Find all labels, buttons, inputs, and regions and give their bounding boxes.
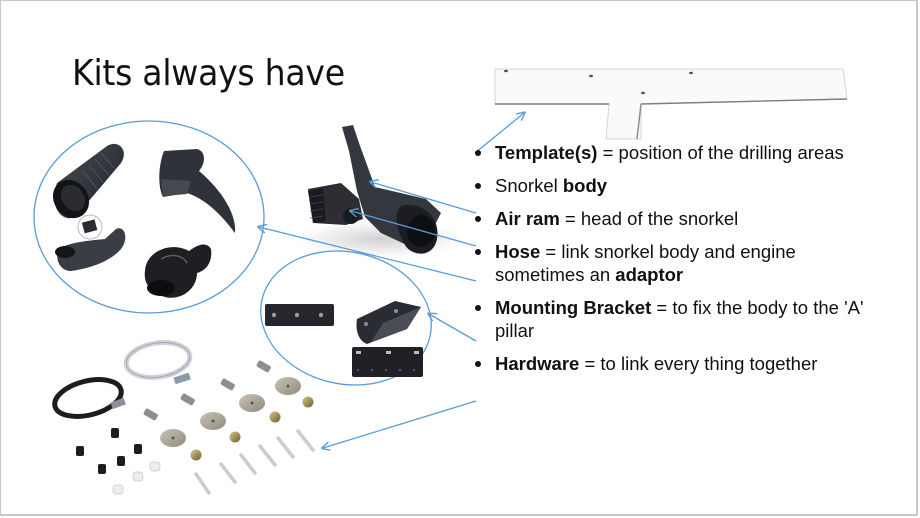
- bullet-term: body: [562, 175, 608, 196]
- bullet-text: = link snorkel body and engine sometimes…: [495, 241, 796, 285]
- bullet-term: Air ram: [495, 208, 560, 229]
- bullet-term: Mounting Bracket: [495, 297, 652, 318]
- bracket-connector: [429, 314, 477, 342]
- bullet-term-secondary: adaptor: [615, 264, 684, 285]
- snorkel-body-connector: [371, 182, 477, 214]
- bullet-term: Template(s): [495, 142, 598, 163]
- bullet-dot-icon: [475, 361, 481, 367]
- slide-title: Kits always have: [72, 53, 345, 94]
- bullet-dot-icon: [475, 183, 481, 189]
- bullet-mounting-bracket: Mounting Bracket = to fix the body to th…: [471, 296, 871, 342]
- bullet-dot-icon: [475, 216, 481, 222]
- bullet-text: = to fix the body to the 'A' pillar: [495, 297, 864, 341]
- hoses-and-adaptors-photo: [52, 143, 236, 298]
- bullet-term: Hose: [495, 241, 541, 262]
- connector-arrows: [259, 113, 524, 448]
- bullet-text: = head of the snorkel: [559, 208, 739, 229]
- hardware-kit-photo: [52, 340, 315, 495]
- bullet-hose: Hose = link snorkel body and engine some…: [471, 240, 871, 286]
- snorkel-body-photo: [296, 125, 466, 257]
- bullet-air-ram: Air ram = head of the snorkel: [471, 207, 871, 230]
- bullet-term: Hardware: [495, 353, 580, 374]
- bullet-dot-icon: [475, 305, 481, 311]
- template-photo: [494, 68, 848, 140]
- bullet-dot-icon: [475, 150, 481, 156]
- hardware-connector: [323, 400, 477, 448]
- bullet-snorkel-body: Snorkel body: [471, 174, 871, 197]
- bullet-text: = position of the drilling areas: [597, 142, 844, 163]
- air-ram-connector: [351, 211, 477, 247]
- hoses-callout-ellipse: [33, 120, 265, 314]
- bullet-list: Template(s) = position of the drilling a…: [471, 141, 871, 385]
- brackets-callout-ellipse: [260, 250, 432, 386]
- hose-connector: [259, 227, 477, 282]
- bullet-text: = to link every thing together: [579, 353, 818, 374]
- bullet-template: Template(s) = position of the drilling a…: [471, 141, 871, 164]
- bullet-dot-icon: [475, 249, 481, 255]
- template-connector: [474, 113, 524, 154]
- bullet-text: Snorkel: [495, 175, 563, 196]
- bullet-hardware: Hardware = to link every thing together: [471, 352, 871, 375]
- mounting-brackets-photo: [265, 301, 423, 377]
